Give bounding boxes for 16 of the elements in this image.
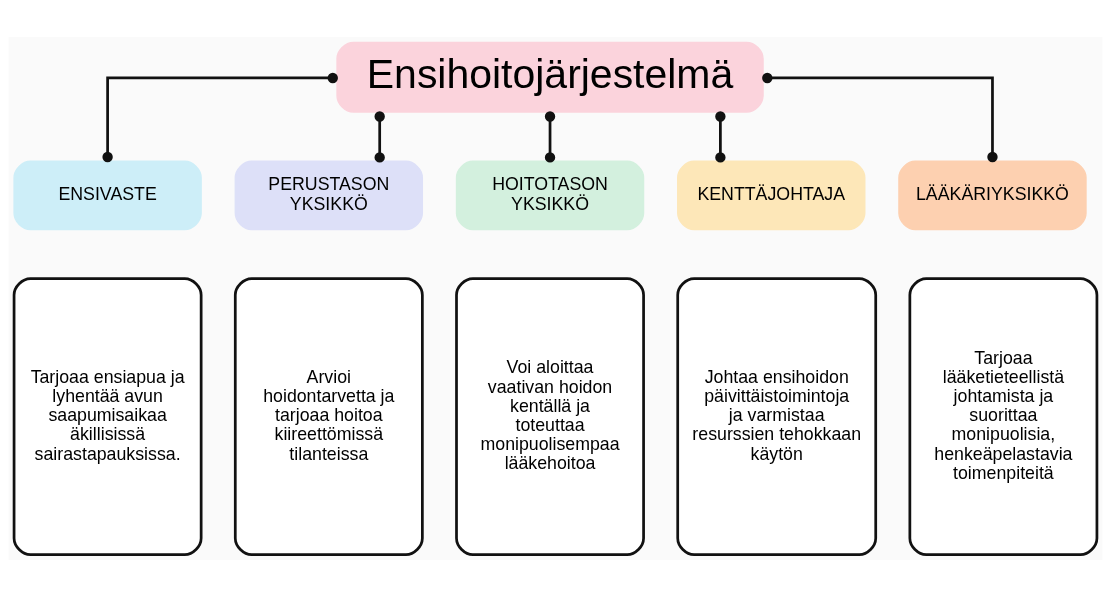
node-box: PERUSTASON YKSIKKÖ: [234, 160, 424, 230]
connector: [762, 72, 998, 162]
node-box: KENTTÄJOHTAJA: [677, 160, 866, 230]
node-box: Tarjoaa ensiapua ja lyhentää avun saapumisaikaa äkillisissä sairastapauksissa.: [12, 276, 203, 556]
node-box: Johtaa ensihoidon päivittäistoimintoja ja varmistaa resurssien tehokkaan käytön: [676, 276, 878, 556]
node-box: HOITOTASON YKSIKKÖ: [455, 160, 645, 230]
node-box: LÄÄKÄRIYKSIKKÖ: [898, 160, 1087, 230]
connector: [374, 110, 385, 163]
node-box: Ensihoitojärjestelmä: [336, 41, 764, 113]
connector: [102, 72, 338, 162]
connector: [715, 110, 726, 163]
node-box: Tarjoaa lääketieteellistä johtamista ja suorittaa monipuolisia, henkeäpelastavia toimenpiteitä: [908, 276, 1099, 556]
node-box: Arvioi hoidontarvetta ja tarjoaa hoitoa kiireettömissä tilanteissa: [233, 276, 424, 556]
node-box: ENSIVASTE: [13, 160, 202, 230]
connector: [544, 110, 556, 163]
node-box: Voi aloittaa vaativan hoidon kentällä ja toteuttaa monipuolisempaa lääkehoitoa: [455, 276, 645, 556]
